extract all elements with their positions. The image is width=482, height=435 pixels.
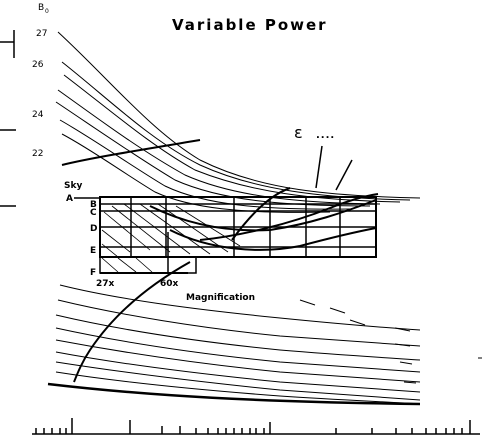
left-edge-ticks <box>0 30 16 207</box>
curve-label-22: 22 <box>32 149 43 159</box>
sky-threshold-curve <box>61 139 201 166</box>
curve-label-27: 27 <box>36 29 47 39</box>
row-label-f: F <box>90 268 96 278</box>
row-label-b: B <box>90 200 97 210</box>
axis-symbol-subscript: 0 <box>45 8 49 15</box>
row-label-c: C <box>90 208 97 218</box>
magnification-label: Magnification <box>186 293 255 303</box>
epsilon-suffix: .... <box>316 130 335 141</box>
row-label-a: A <box>66 194 73 204</box>
bottom-baseline-curve <box>47 382 421 406</box>
lower-curve-family <box>55 284 421 405</box>
lower-boundary-curve <box>73 261 191 383</box>
grid-hatching <box>101 203 241 273</box>
magnification-min: 27x <box>96 279 115 289</box>
curve-label-24: 24 <box>32 110 44 120</box>
row-labels: A B C D E F <box>66 194 97 278</box>
epsilon-annotation: ε .... <box>294 123 353 191</box>
sky-label: Sky <box>64 181 82 191</box>
grid-box <box>99 196 377 274</box>
epsilon-symbol: ε <box>294 123 303 142</box>
upper-curve-family <box>55 31 421 213</box>
curve-label-26: 26 <box>32 60 44 70</box>
diagram-title: Variable Power <box>172 16 328 34</box>
right-dash-marks <box>299 299 482 384</box>
magnification-max: 60x <box>160 279 179 289</box>
bottom-tick-ruler <box>32 418 480 435</box>
row-label-d: D <box>90 224 97 234</box>
grid-heavy-curves <box>149 187 379 251</box>
axis-symbol: B <box>38 3 44 13</box>
curve-label-group: B 0 27 26 24 22 <box>32 3 49 159</box>
row-label-e: E <box>90 246 96 256</box>
